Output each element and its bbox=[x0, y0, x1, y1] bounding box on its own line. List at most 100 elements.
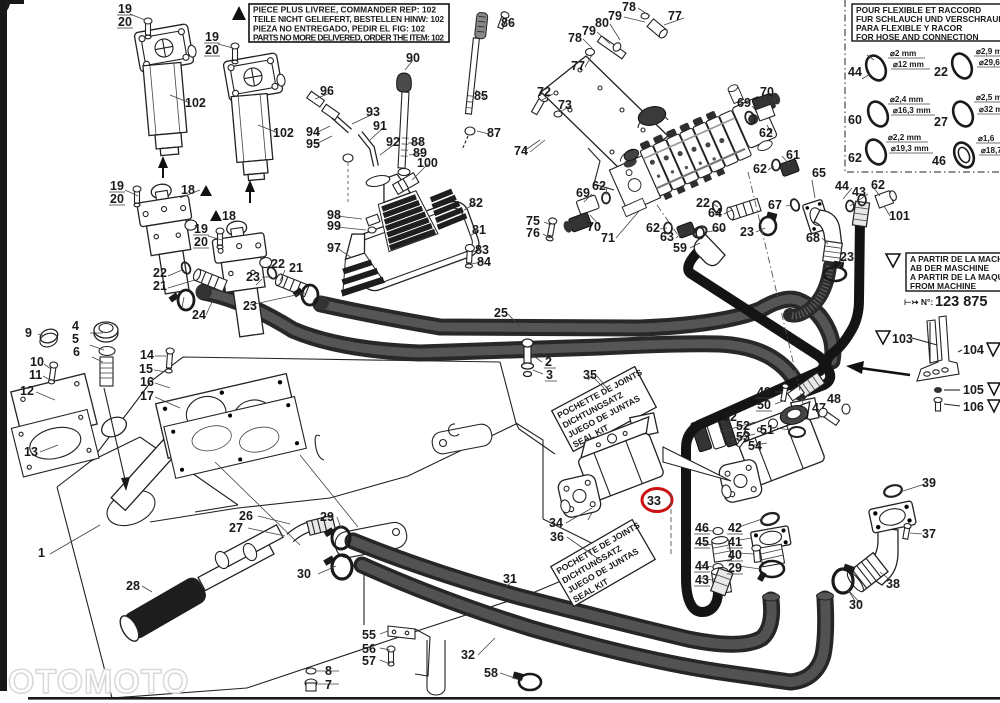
svg-text:40: 40 bbox=[728, 548, 742, 562]
svg-text:⌀18,7: ⌀18,7 bbox=[981, 146, 1000, 155]
svg-text:62: 62 bbox=[871, 178, 885, 192]
svg-text:97: 97 bbox=[327, 241, 341, 255]
svg-text:77: 77 bbox=[668, 9, 682, 23]
svg-text:30: 30 bbox=[297, 567, 311, 581]
svg-text:23: 23 bbox=[840, 250, 854, 264]
svg-text:25: 25 bbox=[494, 306, 508, 320]
svg-text:29: 29 bbox=[728, 561, 742, 575]
svg-text:18: 18 bbox=[222, 209, 236, 223]
svg-text:100: 100 bbox=[417, 156, 438, 170]
svg-text:14: 14 bbox=[140, 348, 154, 362]
svg-text:5: 5 bbox=[72, 332, 79, 346]
svg-text:43: 43 bbox=[695, 573, 709, 587]
svg-text:73: 73 bbox=[558, 98, 572, 112]
svg-text:78: 78 bbox=[568, 31, 582, 45]
svg-text:85: 85 bbox=[474, 89, 488, 103]
svg-text:77: 77 bbox=[571, 59, 585, 73]
svg-text:60: 60 bbox=[712, 221, 726, 235]
svg-text:6: 6 bbox=[73, 345, 80, 359]
svg-text:34: 34 bbox=[549, 516, 563, 530]
svg-text:82: 82 bbox=[469, 196, 483, 210]
svg-text:26: 26 bbox=[239, 509, 253, 523]
svg-text:62: 62 bbox=[592, 179, 606, 193]
svg-text:63: 63 bbox=[660, 230, 674, 244]
svg-text:⊢↣ N°:: ⊢↣ N°: bbox=[904, 297, 933, 307]
svg-text:⌀12 mm: ⌀12 mm bbox=[893, 60, 924, 69]
svg-text:24: 24 bbox=[192, 308, 206, 322]
svg-text:39: 39 bbox=[922, 476, 936, 490]
svg-text:56: 56 bbox=[362, 642, 376, 656]
svg-text:46: 46 bbox=[695, 521, 709, 535]
svg-text:99: 99 bbox=[327, 219, 341, 233]
svg-text:69: 69 bbox=[737, 96, 751, 110]
svg-text:41: 41 bbox=[728, 535, 742, 549]
svg-text:45: 45 bbox=[695, 535, 709, 549]
svg-text:29: 29 bbox=[320, 510, 334, 524]
svg-text:FUR SCHLAUCH UND VERSCHRAUBUN: FUR SCHLAUCH UND VERSCHRAUBUN bbox=[856, 14, 1000, 24]
svg-text:52: 52 bbox=[723, 410, 737, 424]
svg-text:36: 36 bbox=[550, 530, 564, 544]
svg-text:105: 105 bbox=[963, 383, 984, 397]
svg-text:106: 106 bbox=[963, 400, 984, 414]
svg-text:62: 62 bbox=[753, 162, 767, 176]
svg-text:123 875: 123 875 bbox=[935, 294, 987, 310]
svg-text:3: 3 bbox=[546, 368, 553, 382]
svg-text:44: 44 bbox=[848, 65, 862, 79]
svg-text:2: 2 bbox=[545, 355, 552, 369]
svg-text:27: 27 bbox=[229, 521, 243, 535]
svg-text:84: 84 bbox=[477, 255, 491, 269]
svg-text:74: 74 bbox=[514, 144, 528, 158]
svg-text:⌀19,3 mm: ⌀19,3 mm bbox=[891, 144, 929, 153]
svg-text:76: 76 bbox=[526, 226, 540, 240]
svg-text:21: 21 bbox=[289, 261, 303, 275]
svg-text:61: 61 bbox=[786, 148, 800, 162]
svg-text:⌀29,6: ⌀29,6 bbox=[979, 58, 1000, 67]
svg-text:1: 1 bbox=[38, 546, 45, 560]
svg-text:96: 96 bbox=[320, 84, 334, 98]
svg-text:31: 31 bbox=[503, 572, 517, 586]
svg-text:103: 103 bbox=[892, 332, 913, 346]
svg-text:PARTS NO MORE DELIVERED, ORD: PARTS NO MORE DELIVERED, ORDER THE ITEM:… bbox=[253, 33, 444, 43]
svg-text:70: 70 bbox=[587, 220, 601, 234]
svg-text:⌀2,5 m: ⌀2,5 m bbox=[976, 93, 1000, 102]
svg-text:20: 20 bbox=[194, 235, 208, 249]
svg-text:19: 19 bbox=[194, 222, 208, 236]
svg-text:83: 83 bbox=[475, 243, 489, 257]
svg-text:30: 30 bbox=[849, 598, 863, 612]
svg-text:A PARTIR DE LA MAQUINA: A PARTIR DE LA MAQUINA bbox=[910, 272, 1000, 282]
svg-text:102: 102 bbox=[185, 96, 206, 110]
svg-text:57: 57 bbox=[362, 654, 376, 668]
svg-text:8: 8 bbox=[325, 664, 332, 678]
svg-text:32: 32 bbox=[461, 648, 475, 662]
svg-text:104: 104 bbox=[963, 343, 984, 357]
svg-text:22: 22 bbox=[934, 65, 948, 79]
svg-text:89: 89 bbox=[413, 146, 427, 160]
svg-text:67: 67 bbox=[768, 198, 782, 212]
svg-text:23: 23 bbox=[243, 299, 257, 313]
svg-text:18: 18 bbox=[181, 183, 195, 197]
svg-text:53: 53 bbox=[736, 430, 750, 444]
svg-text:95: 95 bbox=[306, 137, 320, 151]
svg-text:PIECE PLUS LIVREE, COMMANDER: PIECE PLUS LIVREE, COMMANDER REP: 102 bbox=[253, 5, 436, 15]
svg-text:19: 19 bbox=[205, 30, 219, 44]
svg-text:19: 19 bbox=[110, 179, 124, 193]
svg-text:69: 69 bbox=[576, 186, 590, 200]
svg-text:17: 17 bbox=[140, 389, 154, 403]
svg-text:98: 98 bbox=[327, 208, 341, 222]
svg-text:PARA FLEXIBLE Y RACOR: PARA FLEXIBLE Y RACOR bbox=[856, 23, 962, 33]
svg-text:38: 38 bbox=[886, 577, 900, 591]
svg-text:72: 72 bbox=[537, 85, 551, 99]
svg-text:AB DER MASCHINE: AB DER MASCHINE bbox=[910, 263, 990, 273]
svg-text:A PARTIR DE LA MACHINE: A PARTIR DE LA MACHINE bbox=[910, 254, 1000, 264]
svg-text:49: 49 bbox=[757, 385, 771, 399]
svg-text:79: 79 bbox=[608, 9, 622, 23]
svg-text:OTOMOTO: OTOMOTO bbox=[8, 663, 189, 701]
svg-text:37: 37 bbox=[922, 527, 936, 541]
svg-text:55: 55 bbox=[362, 628, 376, 642]
svg-text:91: 91 bbox=[373, 119, 387, 133]
svg-text:20: 20 bbox=[205, 43, 219, 57]
svg-text:58: 58 bbox=[484, 666, 498, 680]
svg-text:70: 70 bbox=[760, 85, 774, 99]
svg-text:46: 46 bbox=[932, 154, 946, 168]
svg-text:FROM MACHINE: FROM MACHINE bbox=[910, 281, 976, 291]
